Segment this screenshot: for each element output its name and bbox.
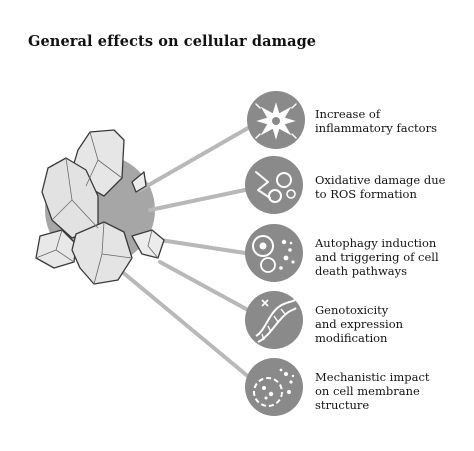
ros-molecule-icon	[245, 156, 303, 214]
particle-stone	[131, 229, 165, 259]
cell-death-icon	[245, 224, 303, 282]
diagram-title: General effects on cellular damage	[28, 33, 317, 50]
connector-lines	[118, 126, 252, 380]
effect-label-inflammation: Increase of inflammatory factors	[315, 107, 437, 135]
effect-label-membrane: Mechanistic impact on cell membrane stru…	[315, 370, 430, 412]
particle-cluster	[35, 129, 165, 285]
connector-line-3	[158, 238, 247, 255]
membrane-damage-icon	[245, 358, 303, 416]
effect-label-autophagy: Autophagy induction and triggering of ce…	[315, 236, 439, 278]
connector-line-1	[138, 126, 250, 192]
particle-stone	[131, 171, 147, 193]
effect-label-genotoxicity: Genotoxicity and expression modification	[315, 303, 404, 345]
connector-line-2	[148, 188, 247, 212]
dna-helix-icon	[245, 291, 303, 349]
effect-label-oxidative: Oxidative damage due to ROS formation	[315, 173, 446, 201]
connector-line-5	[118, 268, 252, 380]
inflammation-burst-icon	[247, 91, 305, 149]
connector-line-4	[158, 260, 250, 312]
